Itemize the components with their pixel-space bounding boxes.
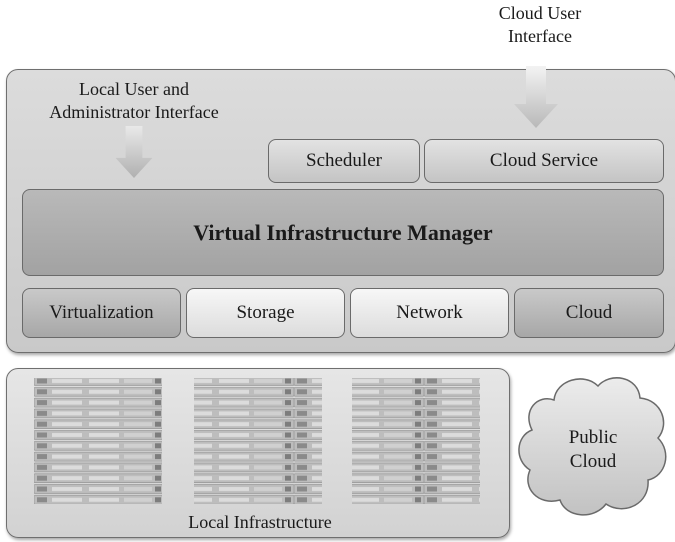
local-user-arrow-icon (115, 126, 153, 178)
local-user-interface-label: Local User and Administrator Interface (49, 79, 219, 122)
driver-storage: Storage (186, 288, 345, 338)
cloud-service-box: Cloud Service (424, 139, 664, 183)
driver-network: Network (350, 288, 509, 338)
server-rack-icon (34, 378, 480, 504)
cloud-user-interface-label: Cloud User Interface (498, 3, 582, 46)
scheduler-box: Scheduler (268, 139, 420, 183)
local-infrastructure-label: Local Infrastructure (188, 512, 332, 532)
public-cloud-label: Public Cloud (568, 427, 618, 472)
driver-cloud: Cloud (514, 288, 664, 338)
server-racks (34, 376, 494, 506)
virtual-infrastructure-manager: Virtual Infrastructure Manager (22, 189, 664, 276)
cloud-user-arrow-icon (514, 66, 558, 128)
public-cloud-icon (518, 377, 667, 516)
driver-virtualization: Virtualization (22, 288, 181, 338)
